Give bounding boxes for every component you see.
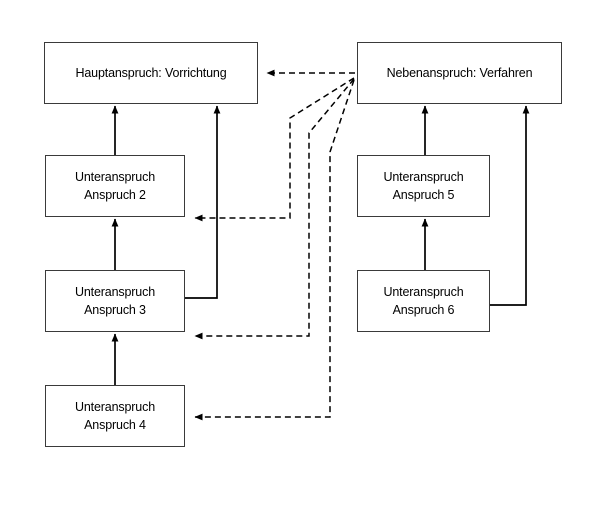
edge-anspruch3-to-hauptanspruch (185, 105, 221, 299)
edge-anspruch6-to-nebenanspruch (490, 105, 530, 306)
node-label-line-2: Anspruch 5 (392, 188, 455, 202)
node-label-line-1: Unteranspruch (383, 284, 464, 299)
node-label-line-2: Anspruch 6 (392, 303, 455, 317)
node-label-line-2: Anspruch 2 (84, 188, 146, 202)
node-label-line-1: Unteranspruch (74, 399, 156, 414)
node-label-line-1: Unteranspruch (383, 169, 464, 184)
node-anspruch-6[interactable]: Unteranspruch Anspruch 6 (357, 270, 490, 332)
node-anspruch-4[interactable]: Unteranspruch Anspruch 4 (45, 385, 185, 447)
node-label: Hauptanspruch: Vorrichtung (75, 65, 227, 80)
edge-nebenanspruch-to-anspruch2 (194, 77, 355, 222)
node-hauptanspruch[interactable]: Hauptanspruch: Vorrichtung (44, 42, 258, 104)
node-nebenanspruch[interactable]: Nebenanspruch: Verfahren (357, 42, 562, 104)
node-label-line-2: Anspruch 3 (84, 303, 146, 317)
node-anspruch-3[interactable]: Unteranspruch Anspruch 3 (45, 270, 185, 332)
node-label-line-1: Unteranspruch (74, 284, 156, 299)
node-label-line-1: Unteranspruch (74, 169, 156, 184)
edge-nebenanspruch-to-anspruch3 (194, 78, 355, 340)
node-anspruch-2[interactable]: Unteranspruch Anspruch 2 (45, 155, 185, 217)
node-anspruch-5[interactable]: Unteranspruch Anspruch 5 (357, 155, 490, 217)
node-label: Nebenanspruch: Verfahren (386, 65, 533, 80)
edge-nebenanspruch-to-anspruch4 (194, 79, 355, 421)
node-label-line-2: Anspruch 4 (84, 418, 146, 432)
